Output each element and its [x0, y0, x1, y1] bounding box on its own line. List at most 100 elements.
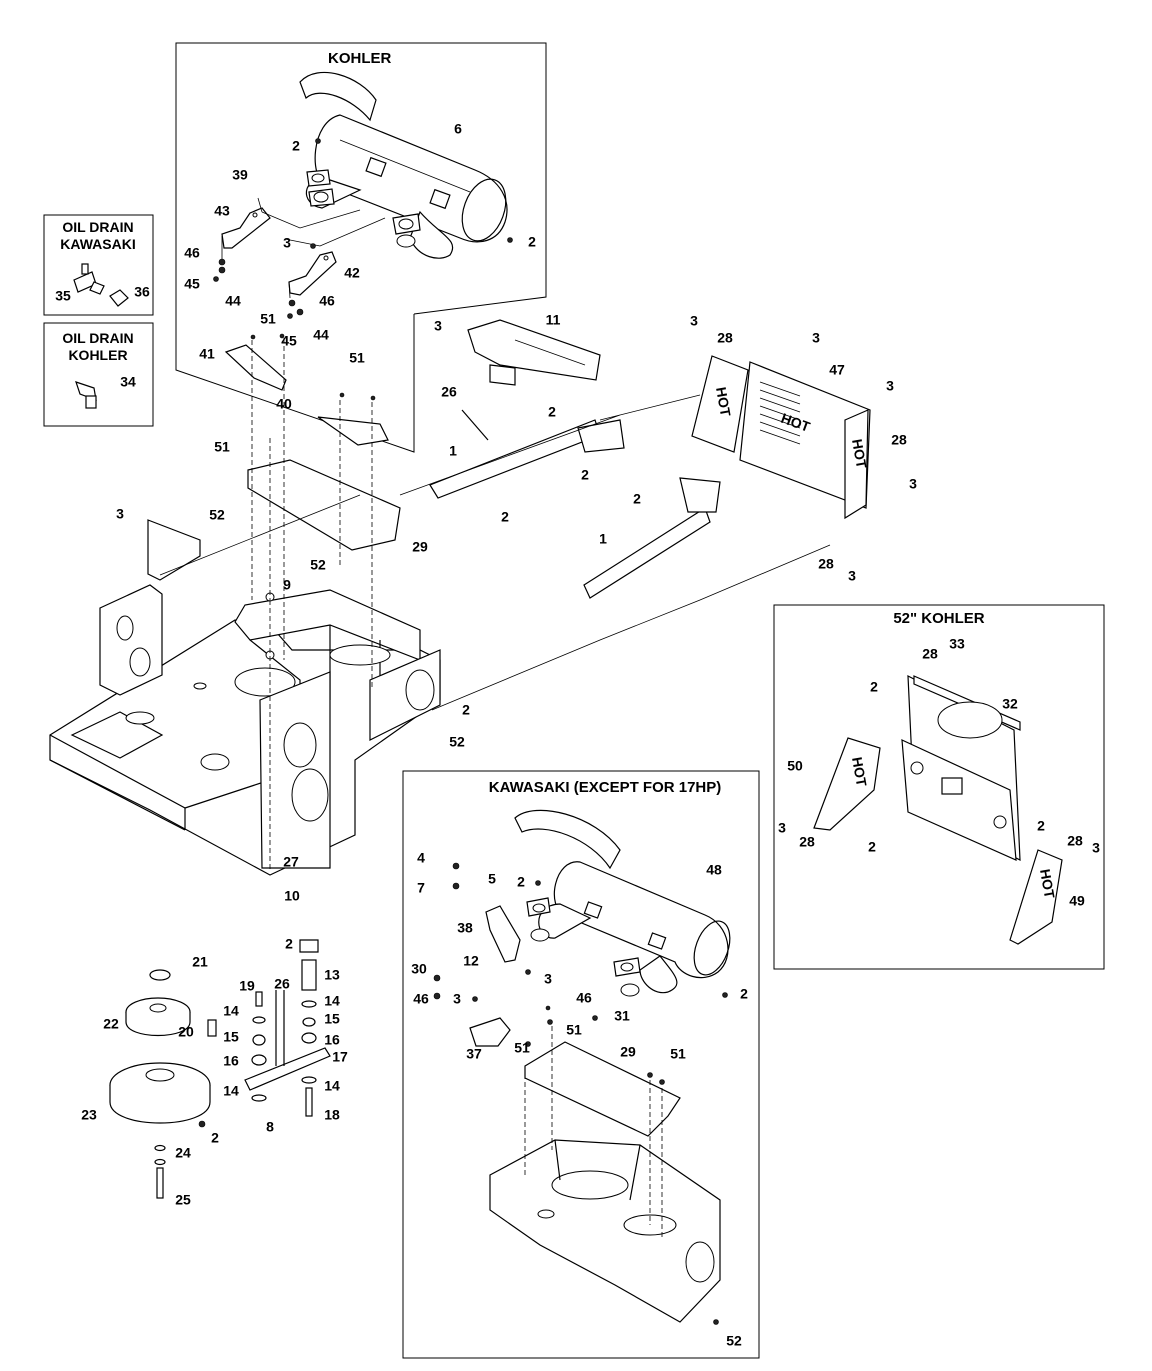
callout-38: 38	[457, 920, 473, 936]
idler-arm-assembly	[244, 939, 331, 1117]
callout-52: 52	[310, 557, 326, 573]
rail-1-upper	[429, 419, 625, 499]
callout-25: 25	[175, 1192, 191, 1208]
oil-drain-valve-35	[73, 263, 105, 295]
callout-10: 10	[284, 888, 300, 904]
callout-3: 3	[886, 378, 894, 394]
callout-3: 3	[778, 820, 786, 836]
callout-11: 11	[546, 312, 561, 328]
bracket-38	[485, 905, 521, 963]
kohler-52-panel-frame	[773, 604, 1105, 970]
callout-1: 1	[449, 443, 457, 459]
oil-drain-kawasaki-title-line2: KAWASAKI	[60, 236, 135, 252]
callout-50: 50	[787, 758, 803, 774]
kawasaki-gaskets	[526, 897, 641, 997]
callout-2: 2	[462, 702, 470, 718]
callout-18: 18	[324, 1107, 340, 1123]
callout-51: 51	[260, 311, 276, 327]
callout-46: 46	[319, 293, 335, 309]
oil-drain-kohler-title-line1: OIL DRAIN	[62, 330, 133, 346]
callout-3: 3	[909, 476, 917, 492]
kawasaki-panel-title: KAWASAKI (EXCEPT FOR 17HP)	[489, 779, 722, 796]
callout-28: 28	[891, 432, 907, 448]
callout-1: 1	[599, 531, 607, 547]
callout-7: 7	[417, 880, 425, 896]
callout-35: 35	[55, 288, 71, 304]
heat-shield-40	[317, 392, 389, 446]
rear-plate-29	[247, 459, 401, 551]
callout-37: 37	[466, 1046, 482, 1062]
callout-52: 52	[209, 507, 225, 523]
kohler-panel-title: KOHLER	[328, 50, 392, 67]
oil-drain-kohler-frame	[43, 322, 154, 427]
callout-31: 31	[614, 1008, 630, 1024]
hot-decal-50: HOT	[849, 756, 870, 788]
callout-36: 36	[134, 284, 150, 300]
callout-2: 2	[517, 874, 525, 890]
kohler-assembly-guide-lines	[221, 197, 386, 299]
seat-bracket-11	[467, 319, 601, 386]
callout-47: 47	[829, 362, 845, 378]
pto-clutch-assembly	[109, 969, 217, 1199]
callout-34: 34	[120, 374, 136, 390]
callout-29: 29	[620, 1044, 636, 1060]
callout-2: 2	[581, 467, 589, 483]
oil-drain-fitting-36	[109, 289, 129, 307]
callout-14: 14	[223, 1083, 239, 1099]
callout-28: 28	[922, 646, 938, 662]
callout-44: 44	[225, 293, 241, 309]
bracket-43	[221, 207, 271, 249]
callout-16: 16	[223, 1053, 239, 1069]
callout-6: 6	[454, 121, 462, 137]
callout-46: 46	[184, 245, 200, 261]
callout-2: 2	[501, 509, 509, 525]
callout-40: 40	[276, 396, 292, 412]
callout-3: 3	[453, 991, 461, 1007]
callout-3: 3	[848, 568, 856, 584]
heat-shield-47: HOT HOT HOT	[691, 355, 871, 520]
callout-2: 2	[740, 986, 748, 1002]
callout-28: 28	[799, 834, 815, 850]
callout-28: 28	[717, 330, 733, 346]
callout-2: 2	[1037, 818, 1045, 834]
callout-2: 2	[285, 936, 293, 952]
callout-51: 51	[214, 439, 230, 455]
kohler-52-panel-title: 52" KOHLER	[893, 610, 984, 627]
callout-5: 5	[488, 871, 496, 887]
callout-2: 2	[211, 1130, 219, 1146]
callout-2: 2	[292, 138, 300, 154]
callout-51: 51	[566, 1022, 582, 1038]
callout-3: 3	[1092, 840, 1100, 856]
callout-24: 24	[175, 1145, 191, 1161]
callout-32: 32	[1002, 696, 1018, 712]
gasket-kohler-right	[392, 213, 421, 248]
callout-39: 39	[232, 167, 248, 183]
callout-3: 3	[690, 313, 698, 329]
callout-33: 33	[949, 636, 965, 652]
callout-27: 27	[283, 854, 299, 870]
callout-22: 22	[103, 1016, 119, 1032]
bracket-37	[469, 1017, 511, 1047]
callout-15: 15	[223, 1029, 239, 1045]
callout-14: 14	[223, 1003, 239, 1019]
callout-52: 52	[449, 734, 465, 750]
heat-shield-32	[901, 674, 1021, 862]
callout-51: 51	[349, 350, 365, 366]
callout-44: 44	[313, 327, 329, 343]
callout-41: 41	[199, 346, 215, 362]
callout-29: 29	[412, 539, 428, 555]
kohler-panel-frame	[175, 42, 547, 453]
callout-8: 8	[266, 1119, 274, 1135]
callout-14: 14	[324, 1078, 340, 1094]
kohler-hardware	[213, 138, 513, 319]
callout-28: 28	[818, 556, 834, 572]
callout-30: 30	[411, 961, 427, 977]
oil-drain-kohler-title-line2: KOHLER	[68, 347, 127, 363]
callout-52: 52	[726, 1333, 742, 1349]
callout-51: 51	[514, 1040, 530, 1056]
callout-3: 3	[544, 971, 552, 987]
callout-17: 17	[332, 1049, 348, 1065]
callout-9: 9	[283, 577, 291, 593]
callout-3: 3	[283, 235, 291, 251]
